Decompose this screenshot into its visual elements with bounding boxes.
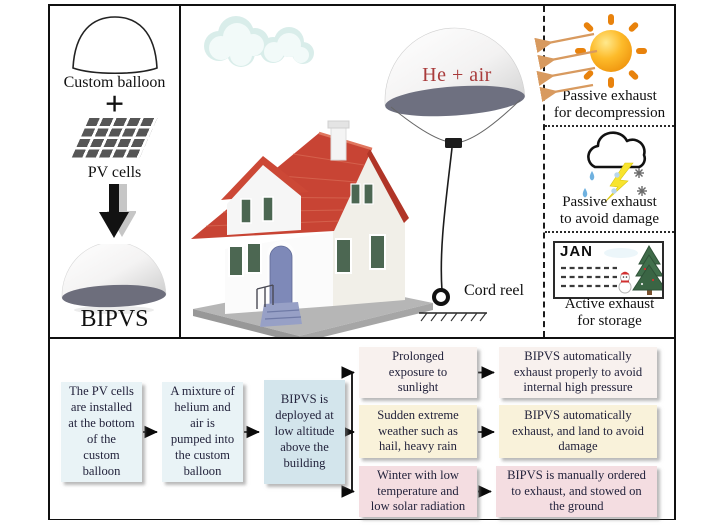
condition-sun: Passive exhaust for decompression <box>545 6 674 127</box>
flow-step-pump-mixture: A mixture of helium and air is pumped in… <box>162 382 243 482</box>
flow-outcome-winter: BIPVS is manually ordered to exhaust, an… <box>496 466 657 517</box>
cord-reel-icon <box>419 147 487 322</box>
condition-winter-caption: Active exhaust for storage <box>564 295 655 330</box>
condition-storm: Passive exhaust to avoid damage <box>545 127 674 233</box>
house-illustration <box>191 120 433 337</box>
clouds-icon <box>204 16 314 67</box>
calendar-graphics <box>561 245 662 295</box>
balloon-illustration <box>384 27 526 148</box>
balloon-outline-icon <box>72 16 158 75</box>
christmas-tree-icon <box>632 245 662 295</box>
top-area: Custom balloon + PV cells <box>50 6 674 337</box>
cord-reel-label: Cord reel <box>464 282 524 299</box>
flow-step-deploy: BIPVS is deployed at low altitude above … <box>264 380 345 484</box>
snowman-icon <box>618 271 632 294</box>
down-arrow-icon <box>99 184 136 238</box>
sun-icon <box>575 14 647 88</box>
bipvs-label: BIPVS <box>80 306 149 332</box>
condition-sun-caption: Passive exhaust for decompression <box>553 87 666 122</box>
pv-cells-label: PV cells <box>87 164 142 181</box>
calendar-month-label: JAN <box>560 243 594 260</box>
panel-exhaust-conditions: Passive exhaust for decompression <box>543 6 674 337</box>
custom-balloon-label: Custom balloon <box>63 74 166 91</box>
pv-cells-icon <box>70 118 158 160</box>
flow-outcome-sunlight: BIPVS automatically exhaust properly to … <box>499 347 657 398</box>
panel-balloon-composition: Custom balloon + PV cells <box>50 6 181 337</box>
figure-frame: Custom balloon + PV cells <box>48 4 676 520</box>
plus-icon: + <box>104 86 125 123</box>
scene-illustration <box>191 16 526 337</box>
flow-condition-sunlight: Prolonged exposure to sunlight <box>359 347 477 398</box>
panel-deployment-scene: He + air Cord reel <box>181 6 543 337</box>
calendar-icon: JAN <box>553 241 664 299</box>
condition-winter: JAN <box>545 233 674 333</box>
storm-cloud-icon <box>582 131 647 203</box>
balloon-gas-label: He + air <box>422 64 492 86</box>
flowchart-arrows <box>143 366 495 498</box>
flow-step-install-pv: The PV cells are installed at the bottom… <box>61 382 142 482</box>
flow-condition-extreme-weather: Sudden extreme weather such as hail, hea… <box>359 405 477 458</box>
flowchart-panel: The PV cells are installed at the bottom… <box>50 337 674 519</box>
flow-condition-winter: Winter with low temperature and low sola… <box>359 466 477 517</box>
flow-outcome-extreme-weather: BIPVS automatically exhaust, and land to… <box>499 405 657 458</box>
bipvs-dome-icon <box>61 244 167 314</box>
condition-storm-caption: Passive exhaust to avoid damage <box>559 193 660 228</box>
